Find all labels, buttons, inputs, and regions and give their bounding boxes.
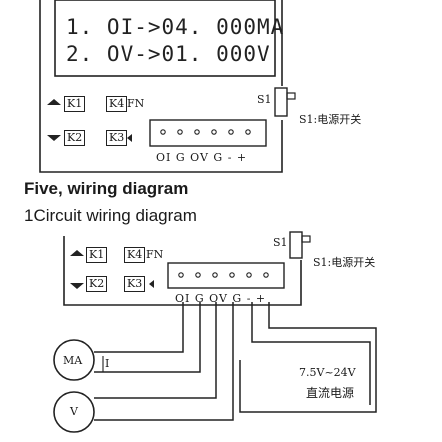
key-k2-2[interactable]: K2 bbox=[86, 276, 108, 292]
s1-description-2: S1:电源开关 bbox=[313, 256, 376, 269]
s1-description: S1:电源开关 bbox=[299, 113, 362, 126]
down-arrow-icon bbox=[47, 135, 61, 141]
terminal-block-top bbox=[149, 119, 267, 147]
terminal-block-bottom bbox=[167, 262, 285, 289]
key-k4[interactable]: K4 bbox=[106, 96, 128, 112]
section-subtitle: 1Circuit wiring diagram bbox=[24, 206, 197, 225]
s1-label-2: S1 bbox=[273, 236, 288, 249]
s1-label: S1 bbox=[257, 93, 272, 106]
lcd-line-1: 1. OI->04. 000MA bbox=[66, 15, 285, 39]
device-outline-top bbox=[39, 0, 283, 173]
terminal-screws-bottom bbox=[178, 272, 269, 278]
s1-switch-top bbox=[274, 87, 288, 117]
fn-label-2: FN bbox=[146, 248, 164, 261]
terminal-labels-top: OI G OV G - + bbox=[156, 151, 248, 164]
ma-meter-label: MA bbox=[63, 354, 83, 367]
key-k2[interactable]: K2 bbox=[64, 130, 86, 146]
key-k4-2[interactable]: K4 bbox=[124, 247, 146, 263]
down-arrow-icon-2 bbox=[70, 283, 84, 289]
current-symbol: I bbox=[105, 357, 110, 370]
terminal-screws-top bbox=[160, 129, 251, 135]
wires bbox=[94, 302, 316, 421]
voltmeter-label: V bbox=[70, 405, 78, 418]
psu-voltage: 7.5V~24V bbox=[299, 366, 356, 379]
s1-switch-bottom bbox=[289, 231, 303, 259]
voltmeter-icon bbox=[53, 391, 95, 433]
fn-label: FN bbox=[127, 97, 145, 110]
up-arrow-icon bbox=[47, 99, 61, 105]
key-k1-2[interactable]: K1 bbox=[86, 247, 108, 263]
section-title: Five, wiring diagram bbox=[24, 179, 189, 198]
left-arrow-icon-2 bbox=[149, 280, 154, 288]
lcd-line-2: 2. OV->01. 000V bbox=[66, 42, 271, 66]
terminal-labels-bottom: OI G OV G - + bbox=[175, 292, 267, 305]
ma-meter-icon bbox=[53, 339, 95, 381]
up-arrow-icon-2 bbox=[70, 250, 84, 256]
left-arrow-icon bbox=[127, 134, 132, 142]
key-k3-2[interactable]: K3 bbox=[124, 276, 146, 292]
key-k3[interactable]: K3 bbox=[106, 130, 128, 146]
psu-label: 直流电源 bbox=[306, 386, 355, 400]
lcd-screen-border bbox=[54, 0, 276, 77]
key-k1[interactable]: K1 bbox=[64, 96, 86, 112]
